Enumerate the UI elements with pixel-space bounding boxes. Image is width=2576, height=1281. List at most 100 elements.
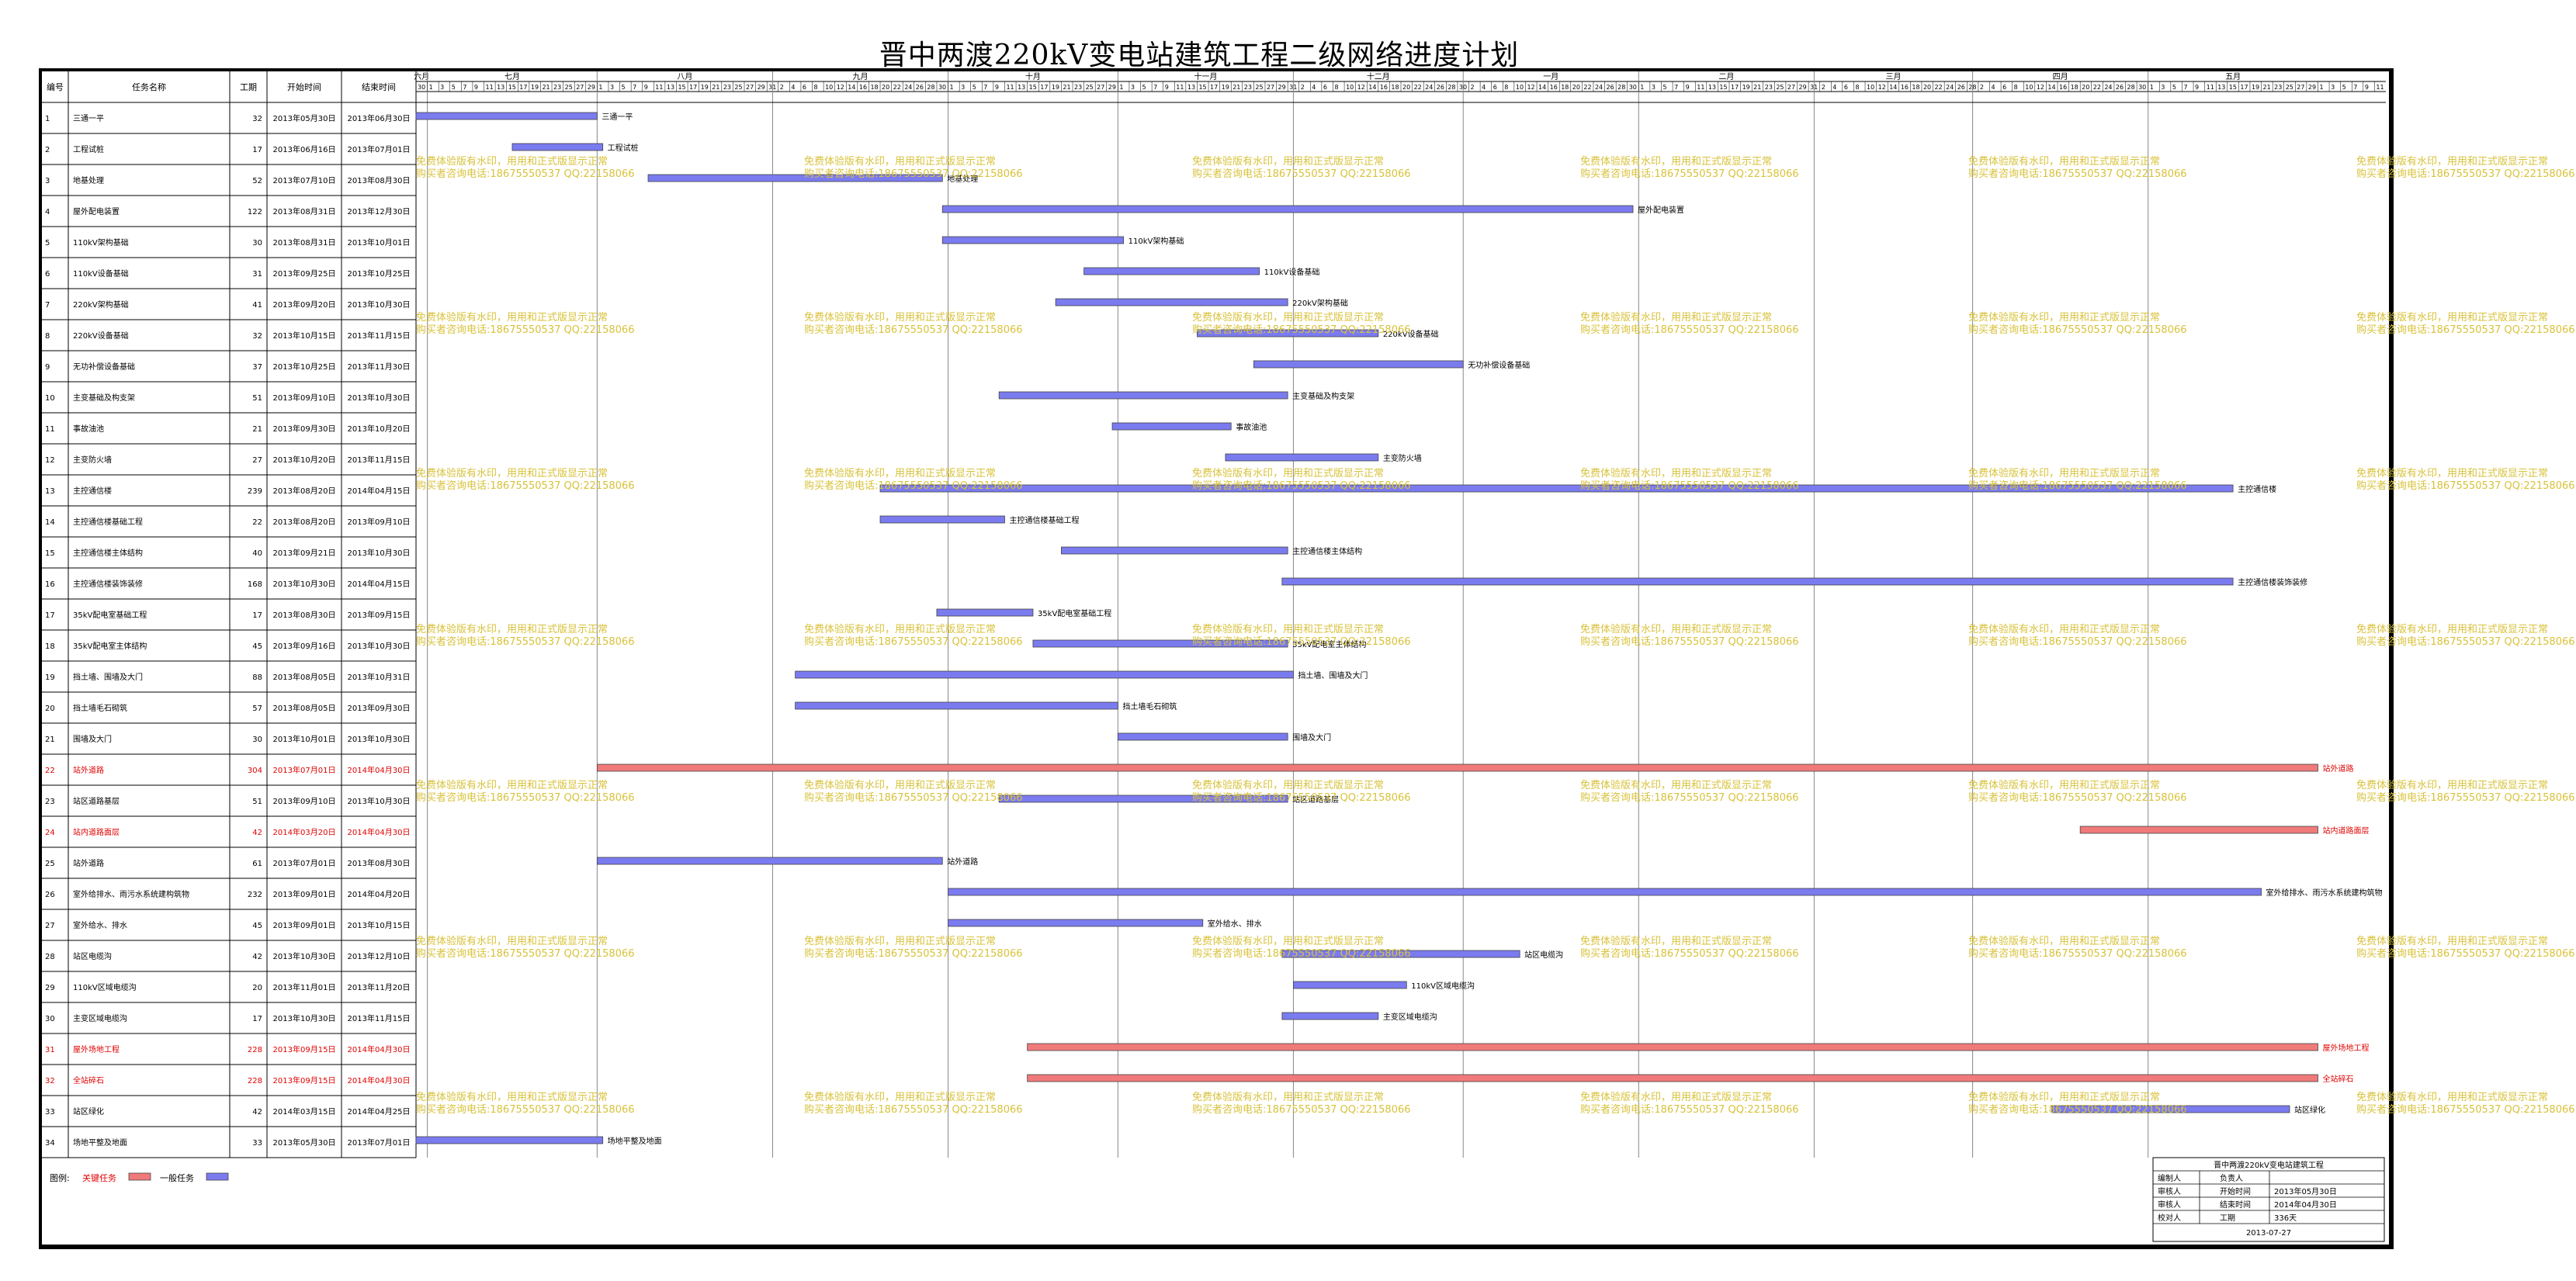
- chart-title: 晋中两渡220kV变电站建筑工程二级网络进度计划: [879, 40, 1520, 71]
- day-tick-label: 14: [1538, 84, 1546, 91]
- info-date: 2013-07-27: [2246, 1229, 2291, 1238]
- task-name: 无功补偿设备基础: [73, 362, 135, 372]
- day-tick-label: 30: [1629, 84, 1637, 91]
- day-tick-label: 10: [1346, 84, 1354, 91]
- task-bar: [795, 701, 1118, 710]
- task-start: 2013年09月25日: [273, 268, 336, 279]
- day-tick-label: 11: [2207, 84, 2214, 91]
- watermark-line1: 免费体验版有水印，用用和正式版显示正常: [1192, 623, 1384, 635]
- watermark-line1: 免费体验版有水印，用用和正式版显示正常: [804, 155, 996, 168]
- day-tick-label: 28: [1447, 84, 1455, 91]
- info-key: 审核人: [2158, 1200, 2181, 1210]
- task-duration: 122: [248, 208, 262, 216]
- day-tick-label: 7: [1674, 84, 1678, 91]
- task-duration: 42: [252, 829, 262, 837]
- day-tick-label: 23: [1765, 84, 1773, 91]
- watermark-line1: 免费体验版有水印，用用和正式版显示正常: [1580, 1091, 1772, 1103]
- day-tick-label: 22: [893, 84, 901, 91]
- day-tick-label: 18: [1561, 84, 1569, 91]
- watermark-line1: 免费体验版有水印，用用和正式版显示正常: [1580, 623, 1772, 635]
- watermark-line1: 免费体验版有水印，用用和正式版显示正常: [1192, 779, 1384, 791]
- day-tick-label: 2: [780, 84, 784, 91]
- task-duration: 20: [252, 984, 262, 992]
- watermark-line2: 购买者咨询电话:18675550537 QQ:22158066: [1192, 947, 1411, 960]
- watermark-line2: 购买者咨询电话:18675550537 QQ:22158066: [416, 324, 635, 336]
- day-tick-label: 17: [519, 84, 527, 91]
- task-name: 110kV架构基础: [73, 237, 129, 248]
- watermark-line2: 购买者咨询电话:18675550537 QQ:22158066: [416, 947, 635, 960]
- task-bar: [1111, 422, 1232, 431]
- day-tick-label: 10: [1867, 84, 1874, 91]
- task-bar: [1061, 546, 1288, 555]
- watermark-line1: 免费体验版有水印，用用和正式版显示正常: [2356, 155, 2548, 168]
- task-bar: [1027, 1074, 2318, 1082]
- task-bar: [1293, 981, 1407, 989]
- task-duration: 22: [252, 518, 262, 527]
- task-duration: 32: [252, 115, 262, 123]
- task-bar-label: 屋外配电装置: [1638, 205, 1684, 215]
- day-tick-label: 21: [1233, 84, 1240, 91]
- day-tick-label: 25: [565, 84, 573, 91]
- day-tick-label: 4: [791, 84, 795, 91]
- day-tick-label: 19: [701, 84, 709, 91]
- day-tick-label: 5: [452, 84, 456, 91]
- day-tick-label: 11: [2376, 84, 2384, 91]
- day-tick-label: 31: [768, 84, 776, 91]
- day-tick-label: 10: [1516, 84, 1524, 91]
- day-tick-label: 2: [1980, 84, 1984, 91]
- task-duration: 51: [252, 798, 262, 806]
- task-start: 2013年09月01日: [273, 889, 336, 899]
- task-duration: 88: [252, 673, 262, 682]
- day-tick-label: 11: [1697, 84, 1704, 91]
- watermark-line1: 免费体验版有水印，用用和正式版显示正常: [2356, 467, 2548, 480]
- day-tick-label: 25: [2286, 84, 2293, 91]
- day-tick-label: 27: [576, 84, 584, 91]
- day-tick-label: 18: [870, 84, 878, 91]
- task-start: 2013年08月20日: [273, 517, 336, 527]
- task-id: 19: [45, 673, 55, 682]
- day-tick-label: 21: [1063, 84, 1070, 91]
- task-duration: 27: [252, 456, 262, 465]
- task-id: 4: [45, 208, 50, 216]
- task-name: 主变区域电缆沟: [73, 1013, 127, 1023]
- watermark-line1: 免费体验版有水印，用用和正式版显示正常: [416, 623, 608, 635]
- task-start: 2013年09月20日: [273, 299, 336, 310]
- day-tick-label: 23: [723, 84, 731, 91]
- task-duration: 45: [252, 922, 262, 930]
- task-start: 2013年10月15日: [273, 331, 336, 341]
- day-tick-label: 25: [734, 84, 742, 91]
- task-duration: 31: [252, 270, 262, 279]
- task-id: 8: [45, 332, 50, 341]
- task-bar: [1281, 577, 2234, 586]
- day-tick-label: 13: [667, 84, 674, 91]
- task-name: 站外道路: [73, 858, 104, 868]
- task-id: 13: [45, 487, 55, 496]
- day-tick-label: 4: [1482, 84, 1486, 91]
- day-tick-label: 5: [2342, 84, 2346, 91]
- task-bar-label: 无功补偿设备基础: [1468, 360, 1530, 370]
- task-end: 2014年04月15日: [348, 486, 411, 496]
- day-tick-label: 22: [1935, 84, 1943, 91]
- day-tick-label: 12: [837, 84, 844, 91]
- day-tick-label: 7: [633, 84, 636, 91]
- task-end: 2013年11月30日: [348, 362, 411, 372]
- task-name: 全站碎石: [73, 1075, 104, 1085]
- task-end: 2013年09月15日: [348, 610, 411, 620]
- task-name: 站区道路基层: [73, 796, 120, 806]
- task-end: 2013年11月15日: [348, 455, 411, 465]
- month-label: 七月: [504, 72, 520, 81]
- day-tick-label: 7: [983, 84, 987, 91]
- task-bar-label: 220kV设备基础: [1383, 329, 1439, 339]
- task-end: 2013年12月30日: [348, 206, 411, 216]
- day-tick-label: 5: [1662, 84, 1666, 91]
- task-end: 2013年11月20日: [348, 982, 411, 992]
- day-tick-label: 29: [1108, 84, 1116, 91]
- task-duration: 37: [252, 363, 262, 372]
- task-bar-label: 挡土墙、围墙及大门: [1298, 670, 1368, 680]
- watermark-line1: 免费体验版有水印，用用和正式版显示正常: [1968, 1091, 2160, 1103]
- task-bar-label: 场地平整及地面: [608, 1136, 662, 1146]
- task-end: 2013年10月15日: [348, 920, 411, 930]
- task-bar-label: 三通一平: [602, 113, 633, 122]
- watermark-line1: 免费体验版有水印，用用和正式版显示正常: [1580, 779, 1772, 791]
